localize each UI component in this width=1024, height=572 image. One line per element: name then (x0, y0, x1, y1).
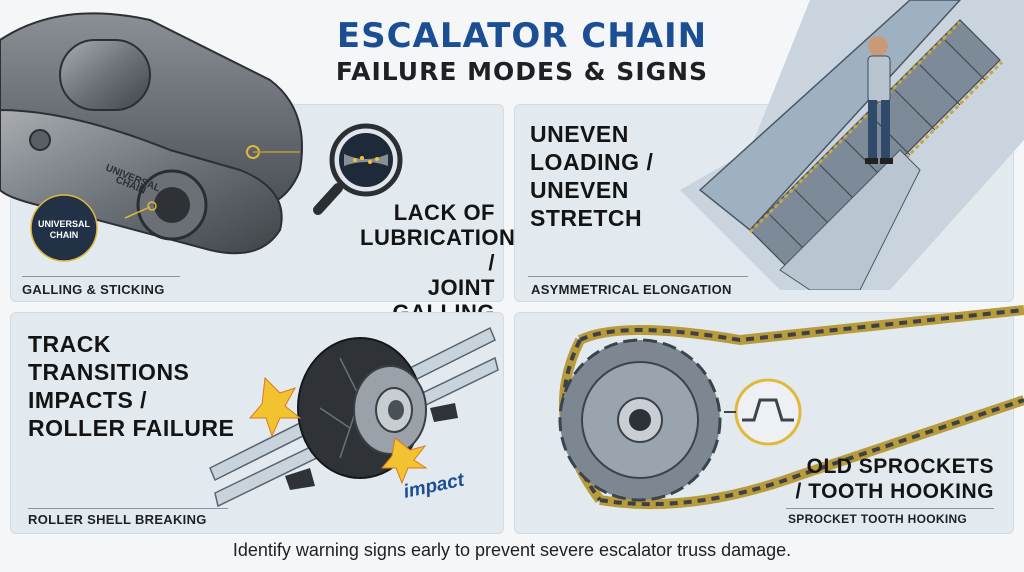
heading-line: LOADING / (530, 149, 654, 175)
impact-label: impact (402, 469, 467, 502)
footer-note: Identify warning signs early to prevent … (232, 540, 792, 560)
roller-caption: ROLLER SHELL BREAKING (28, 512, 207, 527)
universal-chain-logo: UNIVERSAL CHAIN (30, 194, 98, 262)
sprocket-heading: OLD SPROCKETS / TOOTH HOOKING (760, 454, 994, 504)
caption-rule (528, 276, 748, 277)
caption-rule (786, 508, 994, 509)
heading-line: LUBRICATION / (360, 225, 516, 275)
page-title: ESCALATOR CHAIN FAILURE MODES & SIGNS (262, 16, 782, 88)
lubrication-heading: LACK OF LUBRICATION / JOINT GALLING (360, 200, 516, 325)
chain-link-illustration: UNIVERSAL CHAIN (0, 12, 303, 255)
heading-line: / TOOTH HOOKING (795, 480, 994, 503)
heading-line: TRACK (28, 331, 111, 357)
caption-rule (22, 276, 180, 277)
logo-text-1: UNIVERSAL (38, 219, 91, 229)
roller-heading: TRACK TRANSITIONS IMPACTS / ROLLER FAILU… (28, 330, 234, 442)
heading-line: STRETCH (530, 205, 643, 231)
title-line-1: ESCALATOR CHAIN (336, 16, 708, 56)
person-figure (865, 36, 893, 164)
sprocket-caption: SPROCKET TOOTH HOOKING (788, 512, 968, 526)
heading-line: ROLLER FAILURE (28, 415, 235, 441)
heading-line: TRANSITIONS (28, 359, 190, 385)
sprocket-chain-illustration (558, 305, 1024, 510)
heading-line: OLD SPROCKETS (806, 455, 994, 478)
caption-rule (28, 508, 228, 509)
uneven-heading: UNEVEN LOADING / UNEVEN STRETCH (530, 120, 653, 232)
broken-roller-illustration: impact (209, 326, 499, 508)
title-line-2: FAILURE MODES & SIGNS (335, 57, 709, 86)
lubrication-caption: GALLING & STICKING (22, 282, 165, 297)
heading-line: UNEVEN (530, 121, 629, 147)
heading-line: UNEVEN (530, 177, 629, 203)
uneven-caption: ASYMMETRICAL ELONGATION (531, 282, 732, 297)
logo-text-2: CHAIN (50, 230, 79, 240)
heading-line: LACK OF (393, 200, 495, 225)
heading-line: IMPACTS / (28, 387, 148, 413)
escalator-illustration (680, 0, 1024, 290)
magnifier-icon (313, 123, 403, 215)
